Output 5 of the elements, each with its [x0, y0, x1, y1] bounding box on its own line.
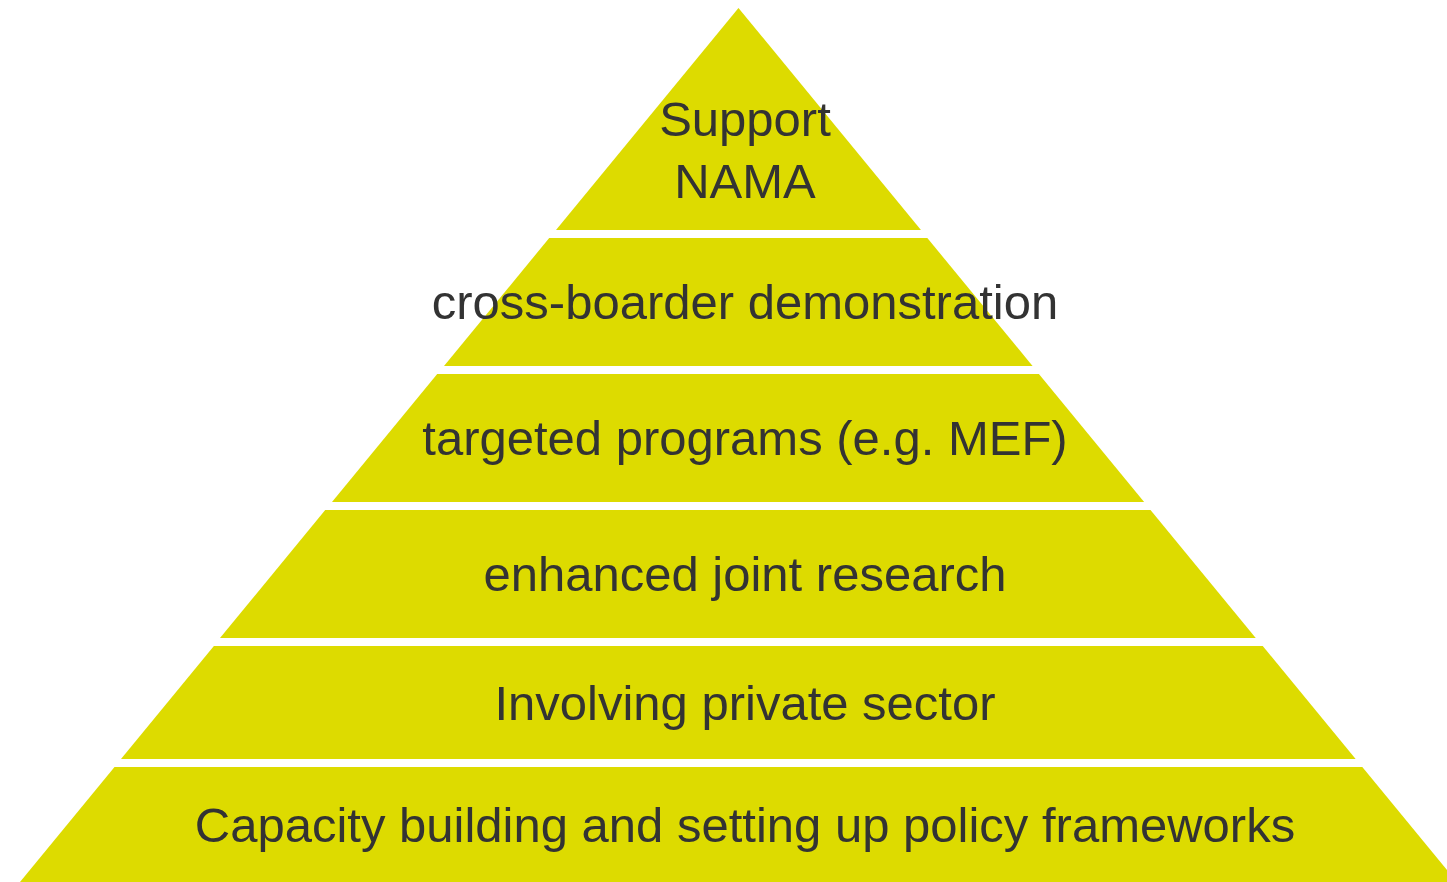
- tier-label: Support NAMA: [658, 90, 832, 211]
- tier-label: targeted programs (e.g. MEF): [422, 409, 1068, 467]
- tier-label: Capacity building and setting up policy frameworks: [194, 796, 1296, 854]
- tier-label: enhanced joint research: [483, 545, 1007, 603]
- tier-label: Involving private sector: [494, 674, 996, 732]
